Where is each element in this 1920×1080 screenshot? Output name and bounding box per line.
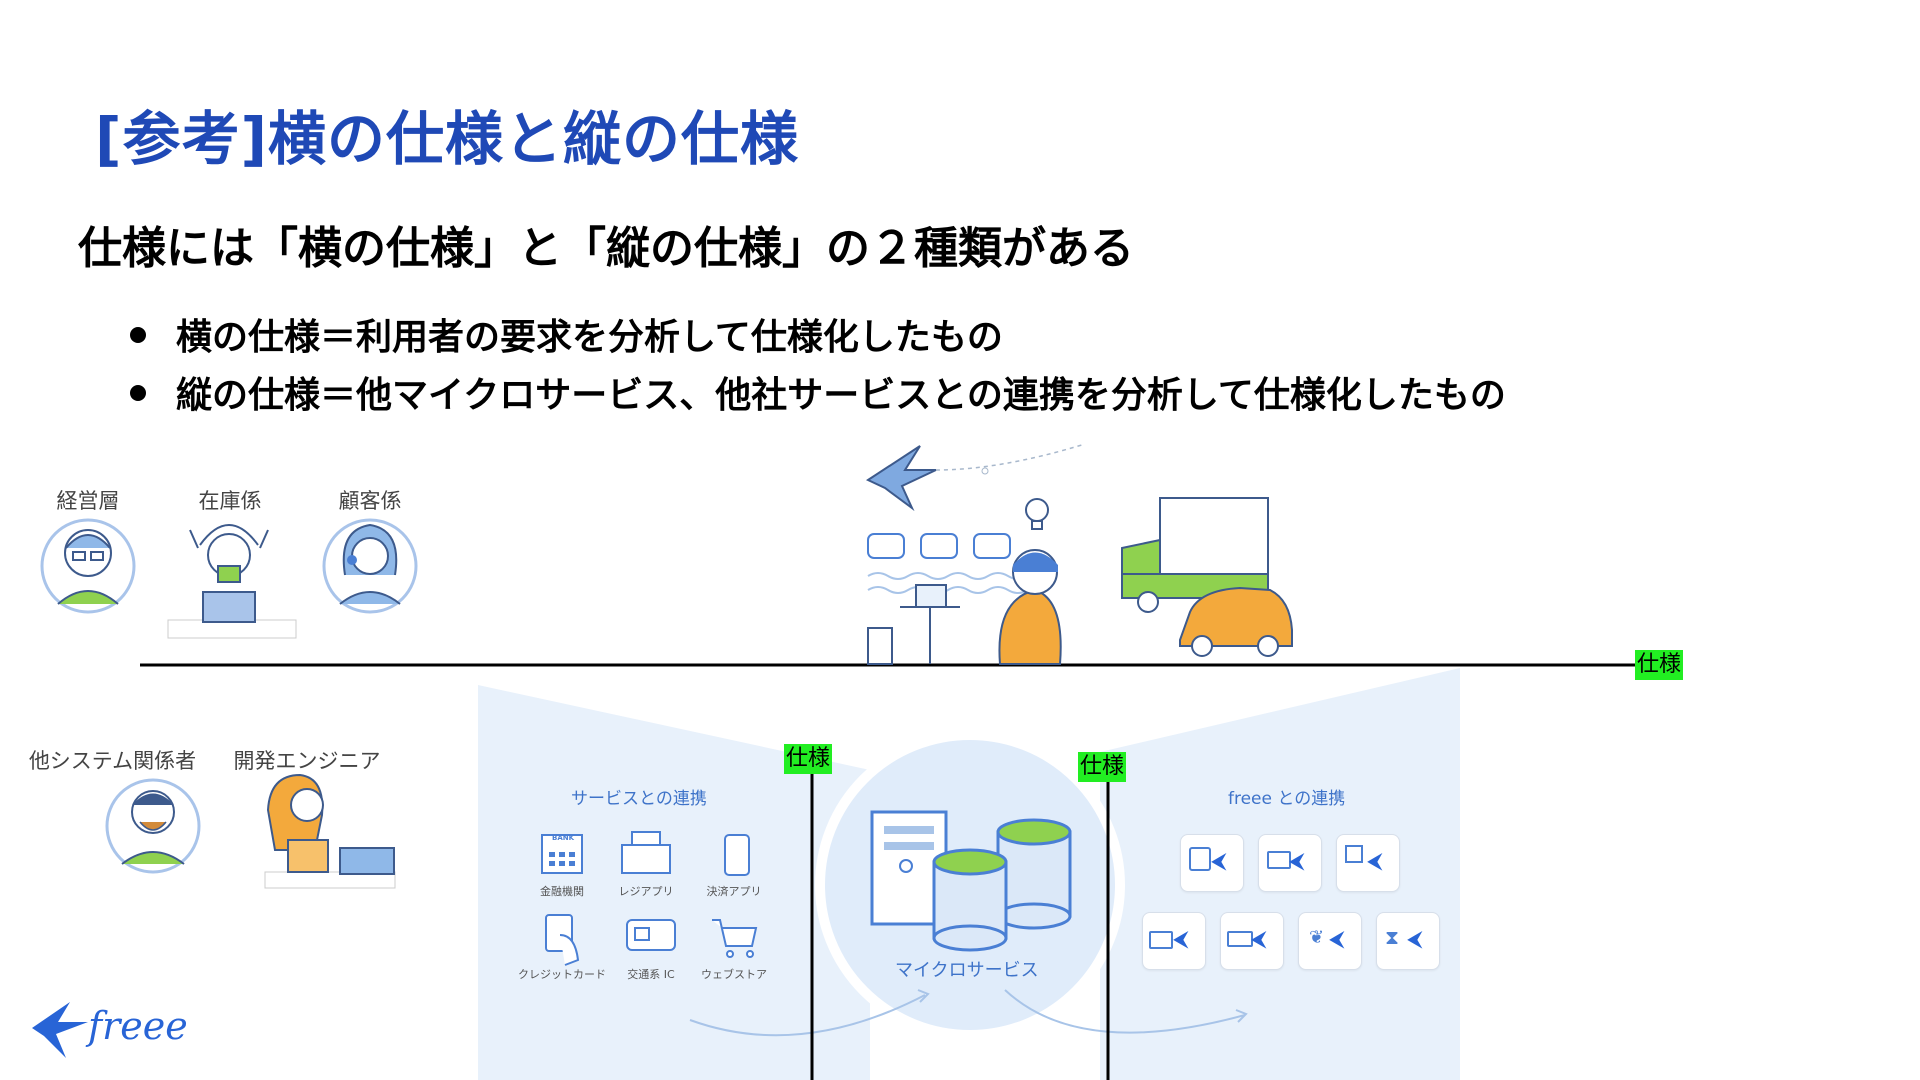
freee-logo-text: freee bbox=[88, 1004, 188, 1048]
customer-support-avatar-icon bbox=[324, 520, 416, 612]
thinking-person-icon bbox=[999, 550, 1060, 664]
other-system-person-avatar-icon bbox=[107, 780, 199, 872]
freee-bird-icon: ⮜ bbox=[1251, 927, 1267, 952]
hourglass-icon: ⧗ bbox=[1385, 925, 1399, 949]
stock-clerk-icon bbox=[168, 525, 296, 638]
freee-app-tile-boxes: ⮜ bbox=[1336, 834, 1400, 892]
microservice-label: マイクロサービス bbox=[895, 956, 1039, 982]
lightbulb-icon bbox=[1026, 499, 1048, 529]
role-label-stock-clerk: 在庫係 bbox=[190, 485, 270, 515]
bank-sign: BANK bbox=[552, 834, 574, 842]
freee-bird-icon: ⮜ bbox=[1289, 849, 1305, 874]
smartphone-icon bbox=[725, 835, 749, 875]
service-label-transit-ic: 交通系 IC bbox=[606, 966, 696, 982]
ic-card-icon bbox=[627, 920, 675, 950]
register-icon bbox=[1267, 851, 1291, 869]
bird-icon bbox=[868, 444, 1085, 508]
freee-panel-title: freee との連携 bbox=[1228, 784, 1345, 809]
role-label-executive: 経営層 bbox=[48, 485, 128, 515]
service-label-credit-card: クレジットカード bbox=[517, 966, 607, 982]
service-label-payment-app: 決済アプリ bbox=[689, 883, 779, 899]
service-label-bank: 金融機関 bbox=[517, 883, 607, 899]
role-label-other-system: 他システム関係者 bbox=[20, 745, 205, 775]
freee-bird-icon: ⮜ bbox=[1367, 849, 1383, 874]
services-panel-title: サービスとの連携 bbox=[571, 784, 707, 809]
spec-tag-vertical-left: 仕様 bbox=[784, 744, 832, 774]
freee-bird-icon: ⮜ bbox=[1173, 927, 1189, 952]
freee-app-tile-payment: ⮜ bbox=[1220, 912, 1284, 970]
role-label-dev-engineer: 開発エンジニア bbox=[232, 745, 382, 775]
freee-bird-icon: ⮜ bbox=[1329, 927, 1345, 952]
cafe-table-icon bbox=[868, 585, 960, 664]
freee-app-tile-calculator: ⮜ bbox=[1180, 834, 1244, 892]
freee-app-tile-register: ⮜ bbox=[1258, 834, 1322, 892]
service-label-web-store: ウェブストア bbox=[689, 966, 779, 982]
freee-bird-logo-icon bbox=[32, 1002, 88, 1058]
spec-tag-horizontal: 仕様 bbox=[1635, 650, 1683, 680]
freee-app-tile-card: ⮜ bbox=[1142, 912, 1206, 970]
dev-engineer-icon bbox=[265, 775, 395, 888]
freee-app-tile-hourglass: ⧗⮜ bbox=[1376, 912, 1440, 970]
spec-tag-vertical-right: 仕様 bbox=[1078, 752, 1126, 782]
database-icon-front bbox=[934, 850, 1006, 950]
calculator-icon bbox=[1189, 847, 1211, 871]
service-label-register: レジアプリ bbox=[601, 883, 691, 899]
boxes-icon bbox=[1345, 845, 1363, 863]
role-label-customer-support: 顧客係 bbox=[330, 485, 410, 515]
id-card-icon bbox=[1149, 931, 1173, 949]
plant-icon: ❦ bbox=[1309, 927, 1324, 948]
freee-bird-icon: ⮜ bbox=[1407, 927, 1423, 952]
executive-avatar-icon bbox=[42, 520, 134, 612]
freee-bird-icon: ⮜ bbox=[1211, 849, 1227, 874]
database-icon-back bbox=[998, 820, 1070, 928]
freee-app-tile-plant: ❦⮜ bbox=[1298, 912, 1362, 970]
payment-card-icon bbox=[1227, 931, 1253, 947]
cars-row-icon bbox=[868, 534, 1010, 558]
